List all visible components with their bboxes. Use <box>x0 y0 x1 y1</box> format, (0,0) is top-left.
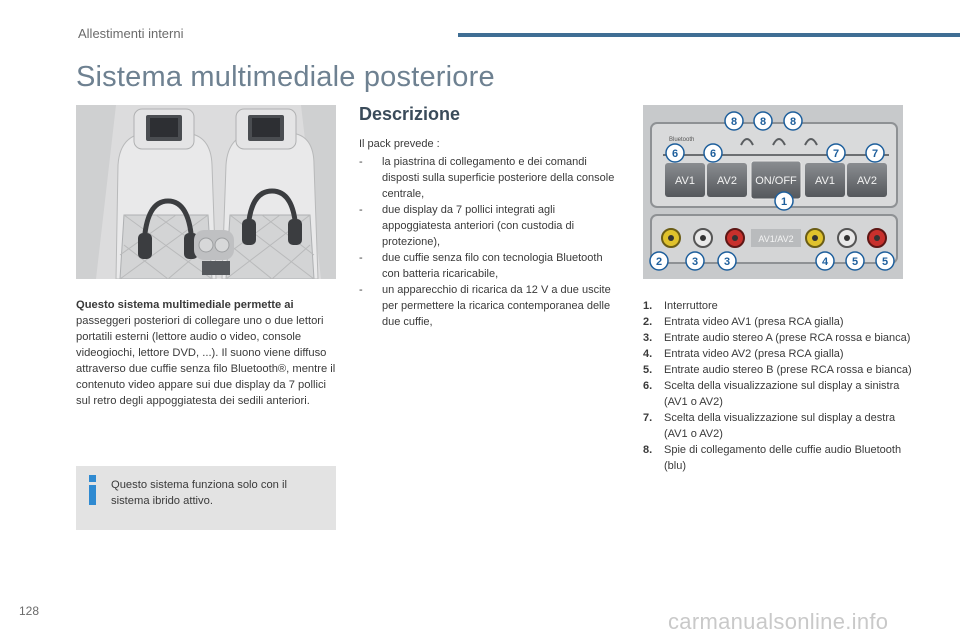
info-icon <box>87 475 97 505</box>
callout-7a: 7 <box>833 148 839 160</box>
list-item-text: due display da 7 pollici integrati agli … <box>382 204 575 248</box>
watermark: carmanualsonline.info <box>668 609 889 634</box>
legend-number: 6. <box>643 380 653 392</box>
legend-item: 3. Entrate audio stereo A (prese RCA ross… <box>643 330 913 346</box>
legend-item: 6. Scelta della visualizzazione sul displ… <box>643 378 913 410</box>
callout-2: 2 <box>656 256 662 268</box>
legend-text: Entrate audio stereo B (prese RCA rossa … <box>664 364 912 376</box>
section-label: Allestimenti interni <box>78 26 184 41</box>
callout-3a: 3 <box>692 256 698 268</box>
callout-8a: 8 <box>731 116 737 128</box>
intro-lead: Questo sistema multimediale permette ai <box>76 299 294 311</box>
legend-item: 1. Interruttore <box>643 298 913 314</box>
legend-text: Spie di collegamento delle cuffie audio … <box>664 444 902 472</box>
legend-text: Entrata video AV2 (presa RCA gialla) <box>664 348 844 360</box>
intro-paragraph: Questo sistema multimediale permette ai … <box>76 297 338 409</box>
legend-item: 8. Spie di collegamento delle cuffie audi… <box>643 442 913 474</box>
seats-illustration <box>76 105 336 279</box>
header-bar <box>458 33 960 37</box>
callout-6b: 6 <box>710 148 716 160</box>
legend-number: 8. <box>643 444 653 456</box>
list-item-text: un apparecchio di ricarica da 12 V a due… <box>382 284 611 328</box>
callout-3b: 3 <box>724 256 730 268</box>
description-title: Descrizione <box>359 104 461 124</box>
list-item: -un apparecchio di ricarica da 12 V a du… <box>359 284 611 328</box>
list-item: -due display da 7 pollici integrati agli… <box>359 204 575 248</box>
legend-item: 7. Scelta della visualizzazione sul displ… <box>643 410 913 442</box>
callout-6a: 6 <box>672 148 678 160</box>
panel-bluetooth-label: Bluetooth <box>669 137 694 143</box>
description-list: -la piastrina di collegamento e dei coma… <box>359 154 621 330</box>
page-number: 128 <box>19 604 40 618</box>
legend-number: 1. <box>643 300 653 312</box>
legend-text: Entrata video AV1 (presa RCA gialla) <box>664 316 844 328</box>
callout-8c: 8 <box>790 116 796 128</box>
legend-number: 7. <box>643 412 653 424</box>
panel-button-av2-left: AV2 <box>717 175 737 187</box>
rear-seats-photo <box>76 105 336 279</box>
legend-text: Scelta della visualizzazione sul display… <box>664 412 896 440</box>
control-panel-photo: Bluetooth AV1 AV2 ON/OFF AV1 AV2 AV1/ <box>643 105 903 279</box>
list-item-text: la piastrina di collegamento e dei coman… <box>382 156 615 200</box>
panel-button-av1-right: AV1 <box>815 175 835 187</box>
callout-8b: 8 <box>760 116 766 128</box>
callout-5a: 5 <box>852 256 858 268</box>
panel-button-av1-left: AV1 <box>675 175 695 187</box>
callout-4: 4 <box>822 256 829 268</box>
legend-text: Interruttore <box>664 300 718 312</box>
description-intro: Il pack prevede : <box>359 138 440 150</box>
legend-text: Scelta della visualizzazione sul display… <box>664 380 900 408</box>
info-text: Questo sistema funziona solo con il sist… <box>111 479 287 507</box>
legend-text: Entrate audio stereo A (prese RCA rossa … <box>664 332 911 344</box>
control-panel-illustration: Bluetooth AV1 AV2 ON/OFF AV1 AV2 AV1/ <box>643 105 903 279</box>
info-box: Questo sistema funziona solo con il sist… <box>76 466 336 530</box>
callout-7b: 7 <box>872 148 878 160</box>
page-title: Sistema multimediale posteriore <box>76 61 495 93</box>
legend-number: 5. <box>643 364 653 376</box>
list-item-text: due cuffie senza filo con tecnologia Blu… <box>382 252 603 280</box>
legend-list: 1. Interruttore 2. Entrata video AV1 (pres… <box>643 298 913 474</box>
legend-item: 5. Entrate audio stereo B (prese RCA ross… <box>643 362 913 378</box>
list-item: -due cuffie senza filo con tecnologia Bl… <box>359 252 603 280</box>
legend-number: 2. <box>643 316 653 328</box>
callout-1: 1 <box>781 196 787 208</box>
panel-button-on-off: ON/OFF <box>755 175 797 187</box>
intro-text: passeggeri posteriori di collegare uno o… <box>76 315 336 407</box>
legend-item: 2. Entrata video AV1 (presa RCA gialla) <box>643 314 913 330</box>
legend-number: 4. <box>643 348 653 360</box>
callout-5b: 5 <box>882 256 888 268</box>
legend-item: 4. Entrata video AV2 (presa RCA gialla) <box>643 346 913 362</box>
list-item: -la piastrina di collegamento e dei coma… <box>359 156 615 200</box>
legend-number: 3. <box>643 332 653 344</box>
panel-socket-label: AV1/AV2 <box>758 234 793 244</box>
panel-button-av2-right: AV2 <box>857 175 877 187</box>
